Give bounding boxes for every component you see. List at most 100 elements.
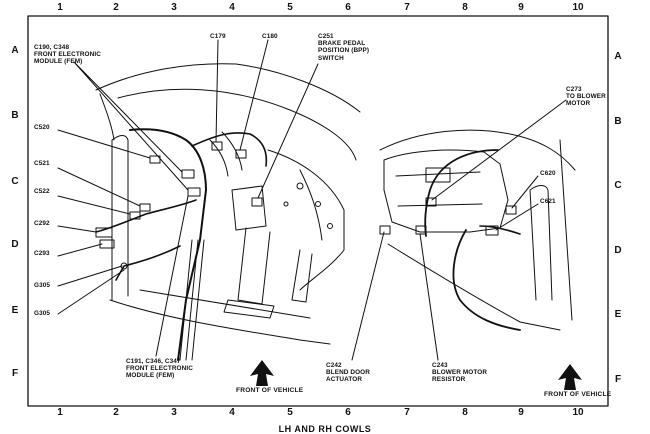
label-c522: C522 — [34, 188, 50, 195]
label-c620: C620 — [540, 170, 556, 177]
grid-col-top-10: 10 — [572, 2, 584, 13]
lh-connector-c292 — [95, 227, 113, 238]
grid-row-right-C: C — [614, 180, 622, 191]
lh-cowl-top — [95, 63, 361, 113]
grid-row-right-B: B — [614, 116, 622, 127]
grid-row-left-C: C — [11, 176, 19, 187]
rh-connector-c621 — [485, 225, 499, 236]
leader-g305b — [57, 269, 125, 315]
grid-col-bottom-2: 2 — [113, 407, 119, 418]
leader-c273 — [431, 99, 567, 201]
leader-g305a — [57, 265, 123, 287]
label-c292: C292 — [34, 220, 50, 227]
leader-c251 — [257, 63, 319, 199]
leader-c520 — [57, 129, 151, 159]
leader-c522 — [57, 195, 131, 215]
label-c273: C273 TO BLOWER MOTOR — [566, 86, 606, 108]
grid-col-top-5: 5 — [287, 2, 293, 13]
lh-harness-main — [129, 128, 207, 361]
label-c190: C190, C348 FRONT ELECTRONIC MODULE (FEM) — [34, 44, 101, 66]
leader-c243 — [419, 233, 439, 361]
leader-c179 — [215, 39, 219, 143]
grid-row-left-A: A — [11, 45, 19, 56]
label-c191: C191, C346, C347 FRONT ELECTRONIC MODULE… — [126, 358, 193, 380]
grid-row-right-E: E — [614, 309, 622, 320]
grid-col-bottom-8: 8 — [462, 407, 468, 418]
front-of-vehicle-arrow-lh — [250, 360, 274, 386]
rh-lower-floor — [387, 243, 561, 331]
grid-col-top-1: 1 — [57, 2, 63, 13]
grid-col-top-9: 9 — [518, 2, 524, 13]
rh-blower-housing — [383, 149, 509, 233]
front-of-vehicle-arrow-rh — [558, 364, 582, 390]
label-c179: C179 — [210, 33, 226, 40]
grid-col-top-8: 8 — [462, 2, 468, 13]
grid-row-left-E: E — [11, 305, 19, 316]
grid-row-right-A: A — [614, 51, 622, 62]
lh-kick-panel — [111, 135, 129, 301]
leader-c293 — [57, 243, 103, 257]
grid-col-bottom-9: 9 — [518, 407, 524, 418]
rh-harness-branch — [479, 225, 521, 235]
lh-floor-edge — [109, 299, 331, 345]
grid-col-top-2: 2 — [113, 2, 119, 13]
diagram-caption: LH AND RH COWLS — [278, 424, 372, 434]
lh-brake-pedal — [237, 227, 271, 305]
lh-dash-outline — [117, 88, 357, 161]
lh-harness-branch — [191, 132, 268, 167]
label-c243: C243 BLOWER MOTOR RESISTOR — [432, 362, 488, 384]
rh-connector-c273 — [425, 197, 437, 207]
rh-harness-main — [424, 149, 499, 237]
lh-connector-c190 — [181, 169, 195, 179]
lh-connector-c179 — [211, 141, 223, 151]
leader-c621 — [495, 203, 539, 231]
lh-center-console — [299, 169, 323, 241]
rh-connector-c242 — [379, 225, 391, 235]
rh-harness-lower — [452, 229, 521, 331]
grid-col-top-4: 4 — [229, 2, 235, 13]
lh-harness-g305 — [115, 245, 181, 281]
grid-col-top-6: 6 — [345, 2, 351, 13]
lh-connector-c251 — [251, 197, 263, 207]
grid-row-right-F: F — [614, 374, 622, 385]
lh-pedal-bracket — [231, 185, 267, 231]
leader-c190 — [73, 61, 189, 191]
label-c242: C242 BLEND DOOR ACTUATOR — [326, 362, 370, 384]
page-frame — [27, 15, 609, 407]
grid-col-top-3: 3 — [171, 2, 177, 13]
leader-c521 — [57, 167, 141, 207]
grid-col-bottom-4: 4 — [229, 407, 235, 418]
lh-firewall — [267, 149, 345, 291]
leader-c620 — [511, 175, 539, 209]
rh-connector-c243 — [415, 225, 427, 235]
grid-col-bottom-3: 3 — [171, 407, 177, 418]
grid-col-bottom-10: 10 — [572, 407, 584, 418]
label-c251: C251 BRAKE PEDAL POSITION (BPP) SWITCH — [318, 33, 370, 62]
label-g305-upper: G305 — [34, 282, 51, 289]
leader-c191 — [155, 195, 189, 357]
grid-col-bottom-5: 5 — [287, 407, 293, 418]
grid-col-bottom-1: 1 — [57, 407, 63, 418]
grid-row-left-D: D — [11, 239, 19, 250]
lh-connector-c520 — [149, 155, 161, 164]
lh-a-pillar — [99, 93, 115, 141]
label-c293: C293 — [34, 250, 50, 257]
front-of-vehicle-label-lh: FRONT OF VEHICLE — [236, 387, 304, 394]
label-c521: C521 — [34, 160, 50, 167]
label-c520: C520 — [34, 124, 50, 131]
grid-col-bottom-7: 7 — [404, 407, 410, 418]
grid-row-left-F: F — [11, 368, 19, 379]
lh-steering-col — [209, 131, 243, 177]
label-c621: C621 — [540, 198, 556, 205]
lh-connector-c293 — [99, 239, 115, 249]
label-g305-lower: G305 — [34, 310, 51, 317]
lh-connector-c191 — [187, 187, 201, 197]
lh-harness-lower — [95, 199, 197, 233]
grid-row-left-B: B — [11, 110, 19, 121]
grid-col-bottom-6: 6 — [345, 407, 351, 418]
lh-accel-pedal — [291, 249, 313, 303]
leader-c242 — [351, 231, 385, 361]
grid-col-top-7: 7 — [404, 2, 410, 13]
